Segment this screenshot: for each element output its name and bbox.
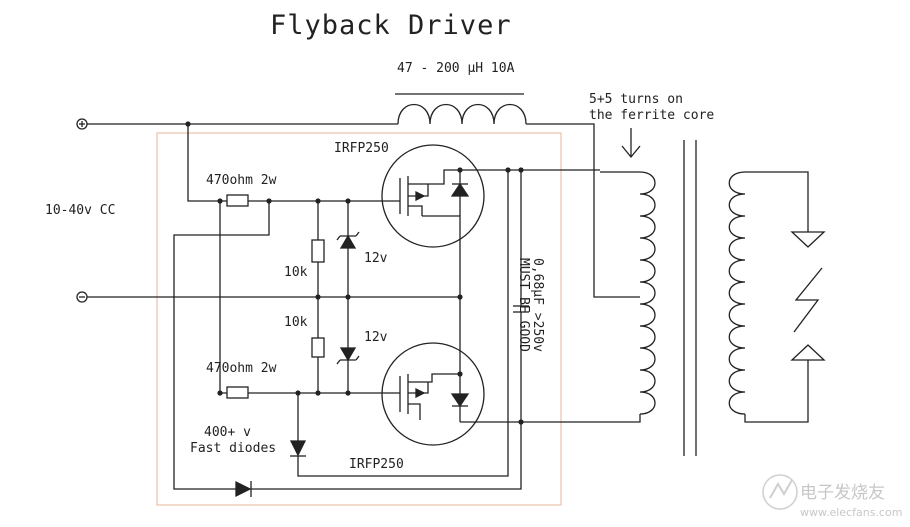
spark-electrode-bottom [790, 344, 826, 361]
inductor-label: 47 - 200 µH 10A [397, 61, 515, 76]
watermark: 电子发烧友 www.elecfans.com [762, 474, 902, 519]
primary-bottom-lead [600, 414, 641, 423]
spark-bolt-icon [793, 267, 823, 333]
secondary-bottom-lead [744, 360, 809, 423]
supply-label: 10-40v CC [45, 203, 115, 218]
core-label: the ferrite core [589, 108, 714, 123]
gate-resistor-bottom-label: 470ohm 2w [206, 361, 277, 376]
zener-diode-top [336, 201, 360, 297]
negative-terminal [76, 291, 88, 303]
mosfet-top-label: IRFP250 [334, 141, 389, 156]
junction-dot [345, 390, 351, 396]
pulldown-top-label: 10k [284, 265, 308, 280]
junction-dot [217, 390, 223, 396]
watermark-url: www.elecfans.com [800, 506, 902, 519]
pulldown-resistor-bottom [311, 337, 325, 358]
junction-dot [457, 294, 463, 300]
gate-resistor-bottom [226, 386, 249, 399]
mosfet-bottom-label: IRFP250 [349, 457, 404, 472]
crosscouple-wire-top-drain [297, 170, 509, 477]
mosfet-bottom [381, 342, 485, 446]
crosscouple-wire-top-gate [173, 201, 270, 490]
capacitor-note-label: MUST BE GOOD [516, 258, 531, 352]
turns-label: 5+5 turns on [589, 92, 683, 107]
pulldown-resistor-top [311, 239, 325, 263]
resonant-capacitor [513, 170, 529, 422]
positive-terminal [76, 118, 88, 130]
zener-diode-bottom [336, 297, 360, 393]
fast-diode-2 [289, 440, 307, 457]
watermark-logo [762, 474, 798, 510]
diodes-type-label: Fast diodes [190, 441, 276, 456]
watermark-text: 电子发烧友 [800, 483, 885, 503]
zener-bottom-label: 12v [364, 330, 388, 345]
zener-top-label: 12v [364, 251, 388, 266]
spark-electrode-top [790, 231, 826, 248]
center-tap-wire [526, 123, 640, 298]
primary-winding [639, 171, 656, 415]
arrow-down-icon [621, 128, 641, 159]
gate-resistor-top [226, 194, 249, 207]
crosscouple-wire-bottom-drain [251, 422, 522, 490]
junction-dot [315, 390, 321, 396]
secondary-winding [728, 171, 746, 415]
mosfet-top [381, 144, 485, 248]
secondary-top-lead [745, 171, 809, 232]
gate-resistor-top-label: 470ohm 2w [206, 173, 277, 188]
diodes-voltage-label: 400+ v [204, 425, 251, 440]
board-outline [156, 132, 562, 506]
fast-diode-1 [235, 480, 252, 498]
gate-feed-top-wire [187, 124, 227, 202]
pulldown-bottom-label: 10k [284, 315, 308, 330]
inductor-coil [395, 93, 527, 125]
capacitor-label: 0,68µF >250v [530, 258, 545, 352]
junction-dot [457, 167, 463, 173]
diagram-title: Flyback Driver [270, 10, 512, 41]
